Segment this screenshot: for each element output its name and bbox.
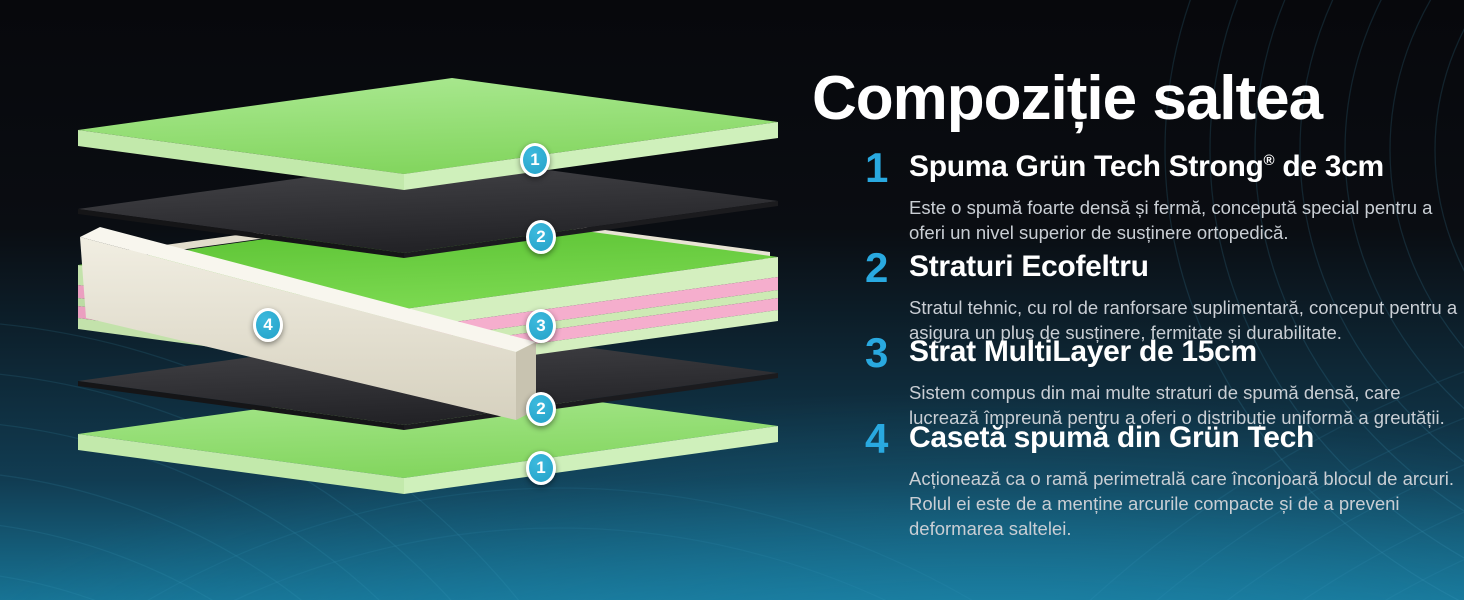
- bottom-foam-layer: [78, 382, 778, 494]
- composition-item-1: 1 Spuma Grün Tech Strong® de 3cm Este o …: [865, 144, 1457, 245]
- page-title: Compoziție saltea: [812, 63, 1323, 133]
- item-number: 3: [865, 329, 889, 376]
- item-heading: Spuma Grün Tech Strong® de 3cm: [909, 150, 1384, 183]
- item-heading: Strat MultiLayer de 15cm: [909, 335, 1257, 368]
- item-description: Este o spumă foarte densă și fermă, conc…: [909, 196, 1433, 244]
- mattress-exploded-diagram: [78, 78, 778, 494]
- layer-badge-3-multilayer: 3: [526, 309, 556, 343]
- item-number: 4: [865, 415, 889, 462]
- top-foam-layer: [78, 78, 778, 190]
- upper-felt-sheet: [78, 157, 778, 258]
- item-number: 2: [865, 244, 889, 291]
- layer-badge-2-upper: 2: [526, 220, 556, 254]
- layer-badge-2-lower: 2: [526, 392, 556, 426]
- item-heading: Straturi Ecofeltru: [909, 250, 1149, 283]
- item-description: Stratul tehnic, cu rol de ranforsare sup…: [909, 296, 1458, 344]
- layer-badge-4-casing: 4: [253, 308, 283, 342]
- layer-badge-1-bottom: 1: [526, 451, 556, 485]
- composition-item-4: 4 Casetă spumă din Grün Tech Acționează …: [865, 415, 1457, 541]
- registered-mark: ®: [1263, 152, 1275, 169]
- composition-item-3: 3 Strat MultiLayer de 15cm Sistem compus…: [865, 329, 1457, 430]
- item-description: Acționează ca o ramă perimetrală care în…: [909, 467, 1455, 540]
- layer-badge-1-top: 1: [520, 143, 550, 177]
- item-number: 1: [865, 144, 889, 191]
- item-heading: Casetă spumă din Grün Tech: [909, 421, 1315, 454]
- item-description: Sistem compus din mai multe straturi de …: [909, 381, 1445, 429]
- composition-item-2: 2 Straturi Ecofeltru Stratul tehnic, cu …: [865, 244, 1457, 345]
